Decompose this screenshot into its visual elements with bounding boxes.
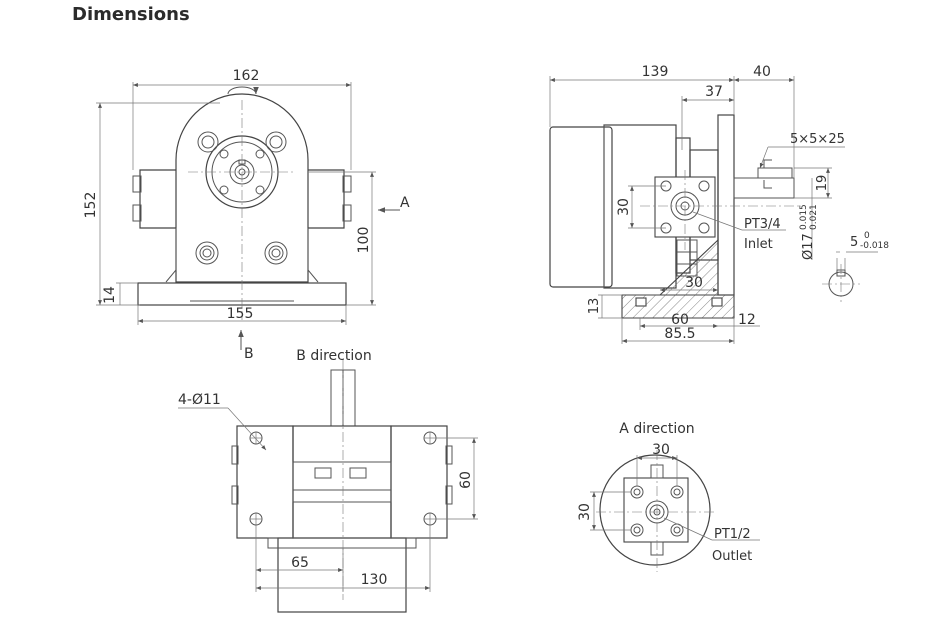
dim-60-b: 60: [458, 471, 474, 489]
dim-40: 40: [753, 64, 771, 80]
hole-spec: 4-Ø11: [178, 392, 221, 408]
dim-30-side: 30: [616, 198, 632, 216]
dim-100: 100: [356, 227, 372, 254]
dim-37: 37: [705, 84, 723, 100]
dim-152: 152: [83, 192, 99, 219]
view-arrow-a: A: [400, 195, 410, 211]
key-width: 5: [850, 235, 858, 250]
page-title: Dimensions: [72, 4, 190, 25]
dim-13: 13: [587, 298, 602, 315]
dim-30-a-h: 30: [652, 442, 670, 458]
key-tol-lower: -0.018: [860, 241, 889, 251]
shaft-tol-lower: 0.021: [809, 204, 819, 230]
b-view-heading: B direction: [296, 348, 371, 364]
a-view-heading: A direction: [619, 421, 694, 437]
b-direction-view: B direction 4-Ø11 60: [178, 348, 478, 613]
side-view: 139 40 37 5×5×25 19 30 PT3/4 Inlet Ø17: [549, 64, 889, 344]
dim-130: 130: [361, 572, 388, 588]
dim-65: 65: [291, 555, 309, 571]
dim-30-a-v: 30: [577, 503, 593, 521]
outlet-port-name: Outlet: [712, 549, 752, 564]
key-tol-upper: 0: [864, 231, 870, 241]
shaft-diameter: Ø17: [801, 233, 816, 260]
dim-60-side: 60: [671, 312, 689, 328]
dim-12: 12: [738, 312, 756, 328]
outlet-port-label: PT1/2: [714, 527, 751, 542]
dim-162: 162: [233, 68, 260, 84]
dim-139: 139: [642, 64, 669, 80]
shaft-tol-upper: 0.015: [799, 204, 809, 230]
key-spec: 5×5×25: [790, 132, 845, 147]
dim-14: 14: [102, 286, 118, 304]
a-direction-view: A direction 30 30 PT1/2 Outlet: [577, 421, 760, 572]
dim-19: 19: [815, 175, 830, 192]
dim-155: 155: [227, 306, 254, 322]
inlet-port-name: Inlet: [744, 237, 773, 252]
dim-30-bracket: 30: [685, 275, 703, 291]
front-view: 162 152 14 100 155 A B: [83, 68, 410, 362]
dim-85-5: 85.5: [664, 326, 695, 342]
view-arrow-b: B: [244, 346, 254, 362]
inlet-port-label: PT3/4: [744, 217, 781, 232]
